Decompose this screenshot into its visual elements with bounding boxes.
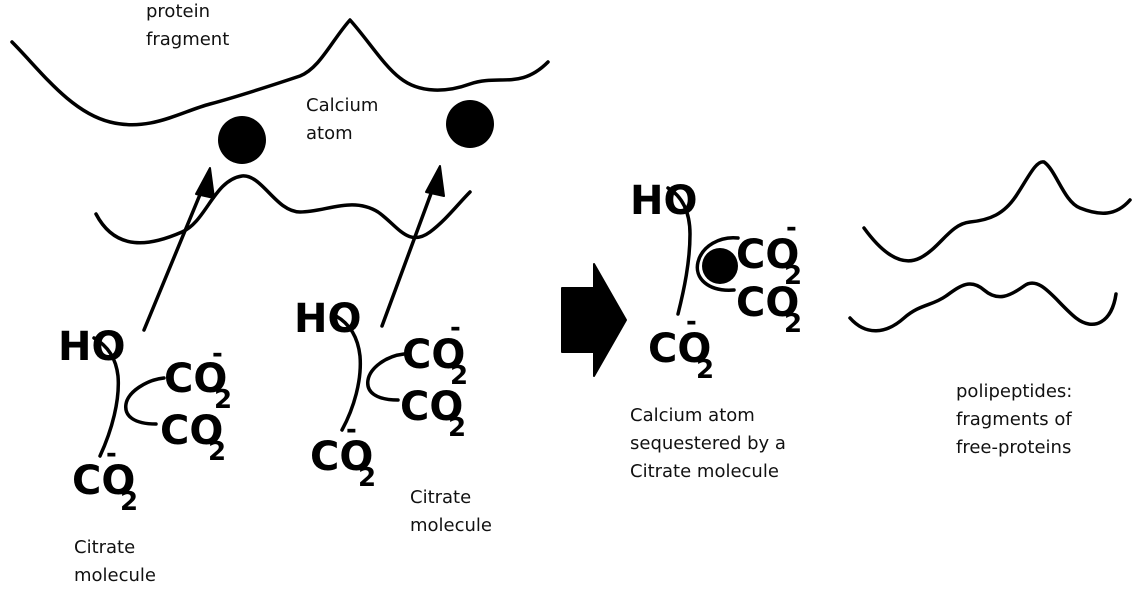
chem-sub-left-1: 2 xyxy=(214,385,232,415)
chem-sub-right-1: 2 xyxy=(450,361,468,391)
arrow-left-shaft xyxy=(142,178,208,332)
chem-co-complex-1: CO xyxy=(736,232,799,278)
chem-ho-left: HO xyxy=(58,324,125,370)
chem-sub-right-2: 2 xyxy=(448,413,466,443)
arrow-right-shaft xyxy=(380,178,438,328)
chem-co-left-2: CO xyxy=(160,408,223,454)
label-citrate-left: Citrate molecule xyxy=(74,537,157,586)
label-protein-fragment: protein fragment xyxy=(146,1,230,50)
chem-minus-right-3: - xyxy=(346,415,357,445)
chem-minus-left-1: - xyxy=(212,339,223,369)
arrow-right-head xyxy=(425,165,445,197)
chem-co-complex-3: CO xyxy=(648,326,711,372)
polypeptide-strand-bottom xyxy=(848,281,1118,333)
label-sequestered: Calcium atom sequestered by a Citrate mo… xyxy=(630,405,786,482)
chem-sub-complex-3: 2 xyxy=(696,355,714,385)
calcium-citrate-complex: HO CO 2 - CO 2 CO 2 - xyxy=(630,178,802,385)
calcium-atom-sequestered xyxy=(702,248,738,284)
chem-ho-complex: HO xyxy=(630,178,697,224)
citrate-molecule-left: HO CO 2 - CO 2 CO 2 - xyxy=(58,324,232,517)
chem-sub-left-2: 2 xyxy=(208,437,226,467)
label-citrate-right: Citrate molecule xyxy=(410,487,493,536)
chem-sub-complex-2: 2 xyxy=(784,309,802,339)
calcium-atom-left xyxy=(218,116,266,164)
citrate-molecule-right: HO CO 2 - CO 2 CO 2 - xyxy=(294,296,468,493)
chem-minus-complex-1: - xyxy=(786,213,797,243)
chem-minus-right-1: - xyxy=(450,313,461,343)
chem-minus-complex-3: - xyxy=(686,307,697,337)
chem-co-right-1: CO xyxy=(402,332,465,378)
chem-co-complex-2: CO xyxy=(736,280,799,326)
arrow-left-head xyxy=(195,167,215,199)
label-polipeptides: polipeptides: fragments of free-proteins xyxy=(956,381,1073,458)
label-calcium-atom: Calcium atom xyxy=(306,95,379,144)
chem-ho-right: HO xyxy=(294,296,361,342)
protein-strand-top xyxy=(10,18,550,127)
chem-co-right-2: CO xyxy=(400,384,463,430)
chem-minus-left-3: - xyxy=(106,439,117,469)
chem-co-left-1: CO xyxy=(164,356,227,402)
polypeptide-strand-top xyxy=(862,160,1132,263)
calcium-atom-right xyxy=(446,100,494,148)
chem-sub-left-3: 2 xyxy=(120,487,138,517)
chem-sub-complex-1: 2 xyxy=(784,261,802,291)
chem-co-left-3: CO xyxy=(72,458,135,504)
chem-co-right-3: CO xyxy=(310,434,373,480)
reaction-arrow xyxy=(561,263,627,377)
protein-strand-bottom xyxy=(94,174,472,245)
chem-sub-right-3: 2 xyxy=(358,463,376,493)
